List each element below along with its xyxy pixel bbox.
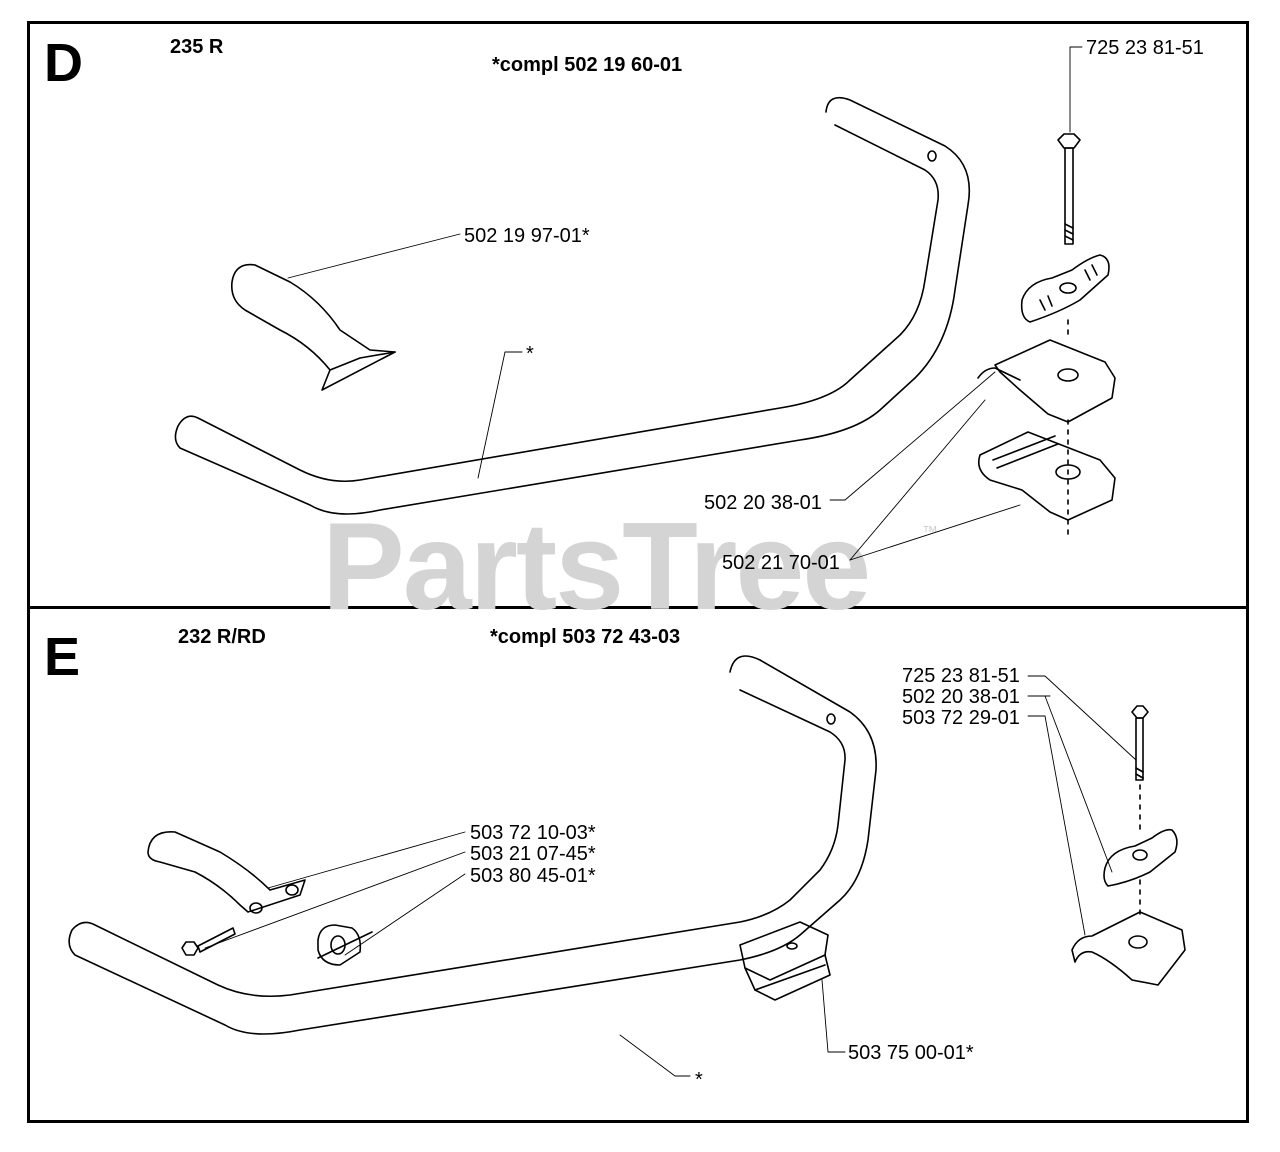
section-e-compl: *compl 503 72 43-03 xyxy=(490,626,681,648)
diagram-frame xyxy=(27,21,1249,1123)
section-d-compl: *compl 502 19 60-01 xyxy=(492,54,683,76)
e-handle-tube xyxy=(68,655,877,1035)
e-spacer-label: 503 80 45-01* xyxy=(470,865,596,887)
section-e-letter: E xyxy=(44,627,81,687)
section-d-model: 235 R xyxy=(170,36,224,58)
e-screw-label: 503 21 07-45* xyxy=(470,843,596,865)
d-clamp-lower-label: 502 21 70-01 xyxy=(722,552,840,574)
e-clamp-label: 503 72 29-01 xyxy=(902,707,1020,729)
watermark-tm: ™ xyxy=(922,524,938,541)
d-bolt xyxy=(1057,133,1081,245)
section-d-letter: D xyxy=(44,33,83,93)
section-e-model: 232 R/RD xyxy=(178,626,266,648)
d-handle-label: * xyxy=(526,343,534,365)
e-wing-knob xyxy=(1103,828,1178,887)
e-screw xyxy=(181,927,236,956)
d-clamp-upper-label: 502 20 38-01 xyxy=(704,492,822,514)
e-knob-label: 502 20 38-01 xyxy=(902,686,1020,708)
e-grip-label: 503 72 10-03* xyxy=(470,822,596,844)
d-grip-label: 502 19 97-01* xyxy=(464,225,590,247)
d-handle-tube xyxy=(174,96,971,515)
d-lower-clamp xyxy=(977,431,1116,521)
d-grip xyxy=(230,263,396,391)
d-wing-knob xyxy=(1020,254,1110,323)
e-clamp xyxy=(1071,911,1186,986)
section-divider xyxy=(27,606,1249,609)
e-spacer xyxy=(317,924,373,966)
d-upper-clamp xyxy=(977,339,1116,423)
d-bolt-label: 725 23 81-51 xyxy=(1086,37,1204,59)
e-grip xyxy=(147,831,306,914)
e-bolt-label: 725 23 81-51 xyxy=(902,665,1020,687)
e-bracket xyxy=(739,921,831,1001)
e-handle-label: * xyxy=(695,1069,703,1091)
e-bolt xyxy=(1131,705,1149,781)
leader-lines xyxy=(204,46,1137,1077)
watermark-brand: PartsTree xyxy=(322,498,871,636)
e-bracket-label: 503 75 00-01* xyxy=(848,1042,974,1064)
